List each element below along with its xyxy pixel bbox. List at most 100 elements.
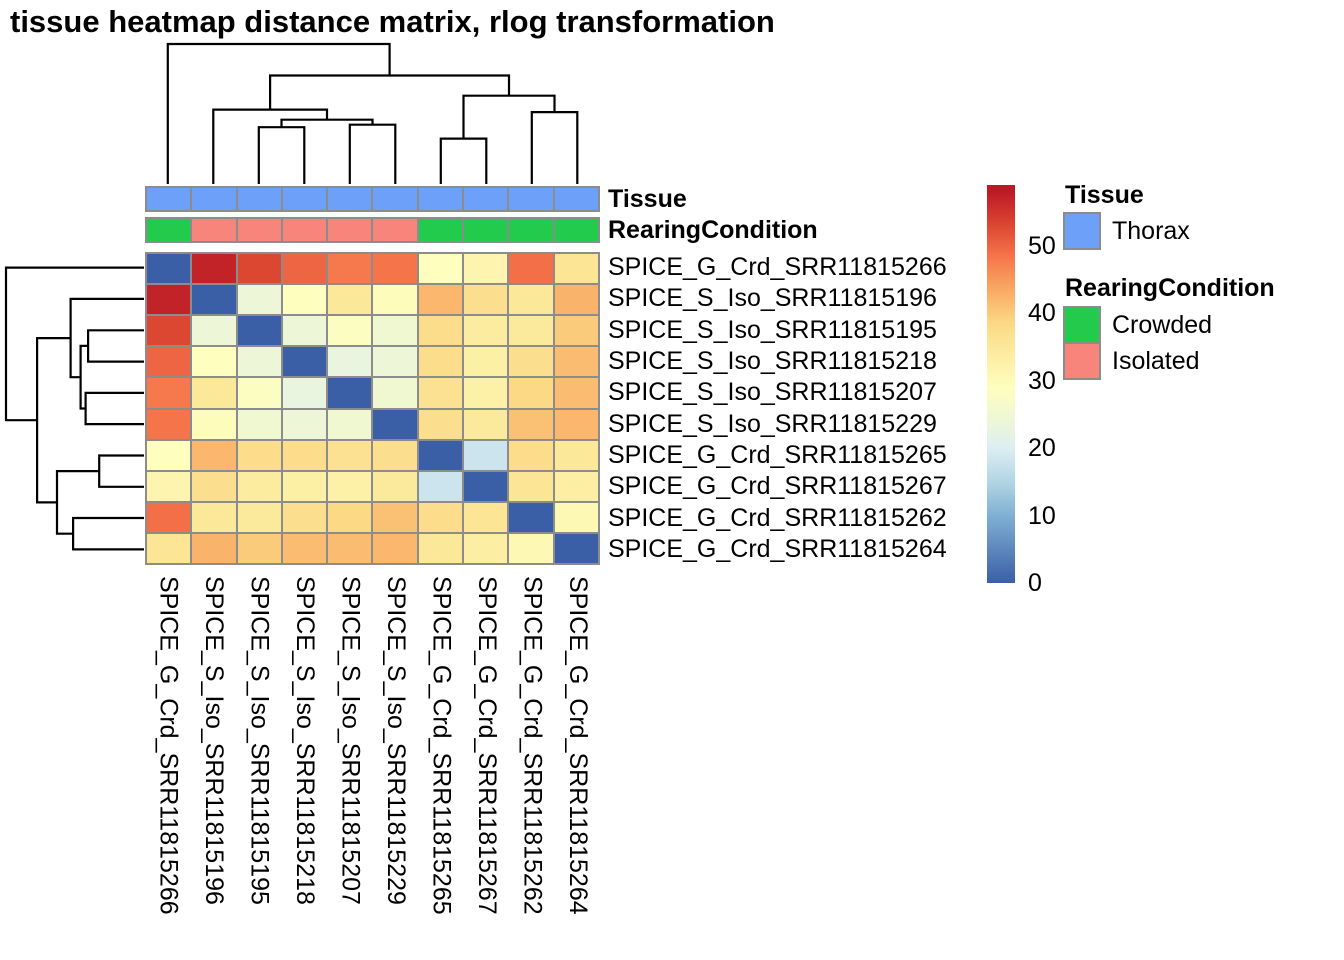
dendrogram-branch — [72, 516, 144, 551]
heatmap-cell — [147, 502, 191, 532]
heatmap-cell — [464, 471, 508, 501]
heatmap-cell — [237, 285, 281, 315]
heatmap-cell — [509, 285, 553, 315]
heatmap-cell — [237, 471, 281, 501]
dendrogram-branch — [79, 344, 89, 410]
heatmap-cell — [509, 316, 553, 346]
heatmap-cell — [282, 316, 327, 346]
annotation-cell — [282, 188, 327, 210]
dendrogram-branch — [280, 118, 374, 128]
heatmap-cell — [509, 533, 553, 563]
heatmap-cell — [554, 316, 598, 346]
heatmap-cell — [554, 533, 598, 563]
legend-item-label: Isolated — [1112, 347, 1200, 375]
heatmap-cell — [509, 378, 553, 408]
heatmap-cell — [192, 254, 236, 284]
heatmap-cell — [418, 347, 463, 377]
heatmap-cell — [237, 254, 281, 284]
row-label: SPICE_G_Crd_SRR11815264 — [608, 534, 947, 563]
heatmap-cell — [328, 440, 372, 470]
heatmap-cell — [418, 533, 463, 563]
row-label: SPICE_G_Crd_SRR11815265 — [608, 440, 947, 469]
column-label: SPICE_G_Crd_SRR11815267 — [472, 576, 501, 915]
legend-tissue-header: Tissue — [1065, 181, 1144, 209]
heatmap-cell — [464, 502, 508, 532]
colorbar-tick-label: 50 — [1028, 231, 1056, 260]
column-label: SPICE_S_Iso_SRR11815229 — [381, 576, 410, 905]
annotation-cell — [418, 188, 463, 210]
row-label: SPICE_S_Iso_SRR11815195 — [608, 315, 937, 344]
column-dendrogram-icon — [166, 42, 579, 184]
heatmap-cell — [373, 471, 417, 501]
heatmap-cell — [554, 378, 598, 408]
dendrogram-branch — [348, 123, 397, 184]
dendrogram-branch — [439, 137, 488, 184]
dendrogram-branch — [87, 329, 144, 363]
heatmap-cell — [282, 347, 327, 377]
heatmap-cell — [418, 285, 463, 315]
heatmap-cell — [373, 378, 417, 408]
dendrogram-branch — [84, 391, 144, 426]
heatmap-cell — [147, 285, 191, 315]
annotation-cell — [237, 188, 281, 210]
annotation-cell — [554, 188, 598, 210]
heatmap-cell — [464, 440, 508, 470]
heatmap-cell — [373, 409, 417, 439]
dendrogram-branch — [36, 337, 71, 504]
column-label-slot: SPICE_G_Crd_SRR11815264 — [555, 576, 601, 946]
dendrogram-branch — [4, 266, 144, 422]
heatmap-cell — [373, 347, 417, 377]
heatmap-cell — [282, 378, 327, 408]
heatmap-cell — [328, 409, 372, 439]
row-label: SPICE_G_Crd_SRR11815267 — [608, 472, 947, 501]
annotation-cell — [147, 219, 191, 241]
heatmap-cell — [554, 440, 598, 470]
heatmap-cell — [554, 254, 598, 284]
annotation-cell — [509, 219, 553, 241]
legend-item-label: Crowded — [1112, 311, 1213, 339]
heatmap-cell — [192, 347, 236, 377]
rearing-annotation-label: RearingCondition — [608, 216, 818, 244]
heatmap-cell — [418, 471, 463, 501]
heatmap-cell — [192, 440, 236, 470]
legend-rearing-header: RearingCondition — [1065, 274, 1275, 302]
column-label-slot: SPICE_G_Crd_SRR11815266 — [145, 576, 191, 946]
heatmap-cell — [418, 502, 463, 532]
tissue-annotation-bar — [145, 186, 600, 212]
heatmap-cell — [328, 378, 372, 408]
page-title: tissue heatmap distance matrix, rlog tra… — [10, 4, 775, 39]
heatmap-cell — [192, 316, 236, 346]
dendrogram-branch — [257, 126, 306, 184]
heatmap-cell — [147, 316, 191, 346]
row-label: SPICE_S_Iso_SRR11815196 — [608, 284, 937, 313]
heatmap-cell — [418, 409, 463, 439]
heatmap-cell — [192, 285, 236, 315]
column-label: SPICE_S_Iso_SRR11815207 — [336, 576, 365, 905]
heatmap-cell — [328, 471, 372, 501]
annotation-cell — [418, 219, 463, 241]
row-label: SPICE_G_Crd_SRR11815262 — [608, 503, 947, 532]
heatmap-cell — [237, 533, 281, 563]
column-label-slot: SPICE_S_Iso_SRR11815218 — [282, 576, 328, 946]
heatmap-cell — [192, 533, 236, 563]
legend-swatch — [1063, 342, 1101, 380]
row-label: SPICE_S_Iso_SRR11815218 — [608, 347, 937, 376]
annotation-cell — [464, 188, 508, 210]
legend-swatch — [1063, 212, 1101, 250]
heatmap-cell — [373, 285, 417, 315]
heatmap-cell — [282, 285, 327, 315]
heatmap-cell — [237, 347, 281, 377]
heatmap-cell — [509, 347, 553, 377]
column-label: SPICE_S_Iso_SRR11815196 — [199, 576, 228, 905]
heatmap-grid — [145, 252, 600, 565]
dendrogram-branch — [269, 74, 511, 110]
column-label: SPICE_G_Crd_SRR11815266 — [154, 576, 183, 915]
heatmap-cell — [147, 254, 191, 284]
heatmap-cell — [464, 316, 508, 346]
heatmap-cell — [237, 378, 281, 408]
heatmap-cell — [192, 378, 236, 408]
annotation-cell — [147, 188, 191, 210]
row-label: SPICE_S_Iso_SRR11815207 — [608, 378, 937, 407]
row-label: SPICE_G_Crd_SRR11815266 — [608, 253, 947, 282]
